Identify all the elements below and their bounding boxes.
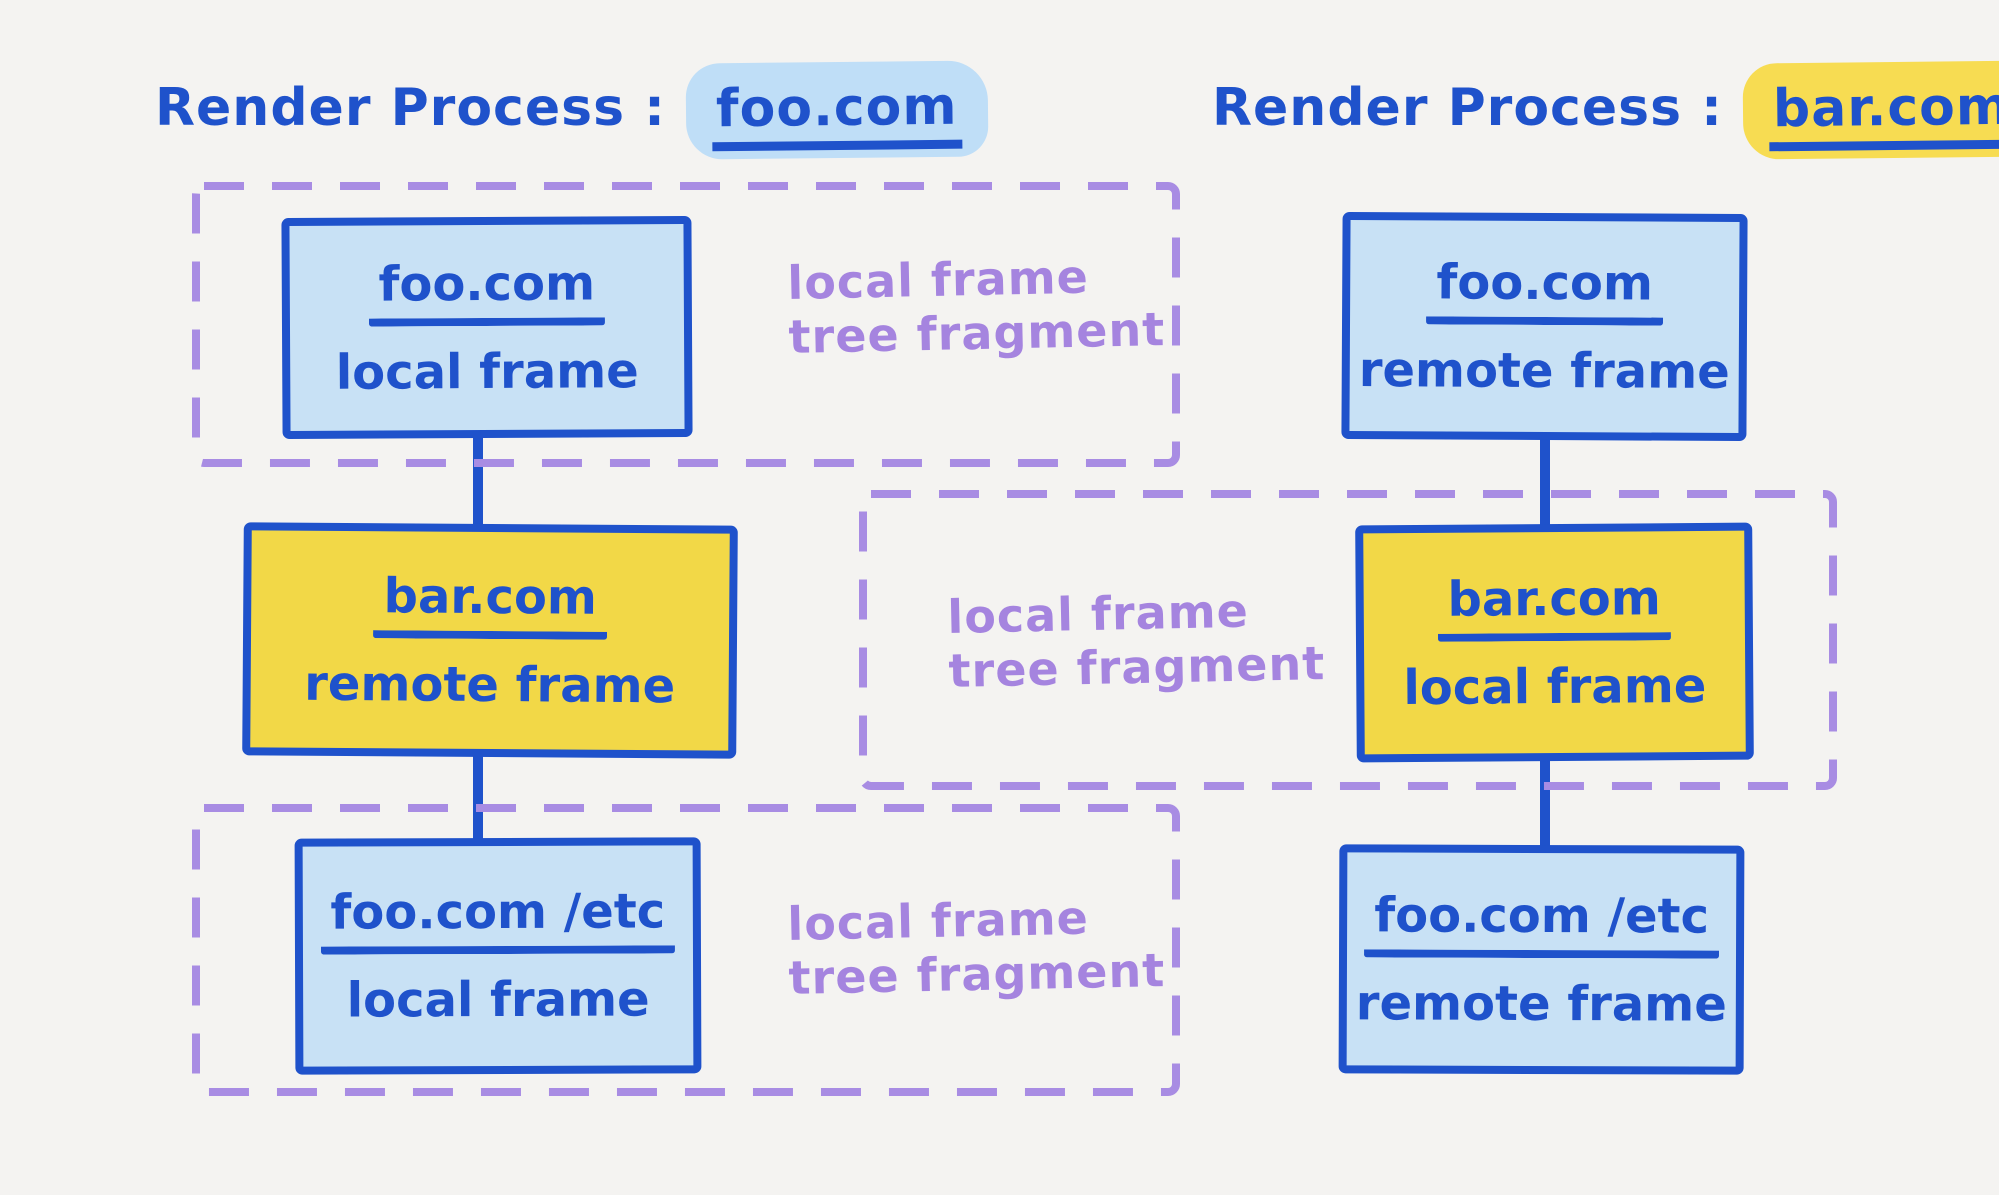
node-domain: foo.com <box>1426 254 1664 326</box>
node-bar-remote-frame: bar.com remote frame <box>242 522 738 759</box>
node-foo-local-frame: foo.com local frame <box>281 215 693 440</box>
node-frame-type: remote frame <box>1358 341 1730 400</box>
fragment-label-left-top: local frame tree fragment <box>786 249 1166 365</box>
node-foo-etc-local-frame: foo.com /etc local frame <box>294 837 702 1075</box>
node-domain: bar.com <box>373 568 608 640</box>
fragment-box-right-middle <box>859 490 1837 790</box>
title-domain: foo.com <box>711 77 962 152</box>
node-foo-remote-frame: foo.com remote frame <box>1341 211 1748 442</box>
title-prefix: Render Process : <box>155 78 666 138</box>
title-domain-highlight-yellow: bar.com <box>1742 60 1999 160</box>
node-frame-type: local frame <box>346 971 650 1029</box>
fragment-label-right-middle: local frame tree fragment <box>946 583 1326 699</box>
node-domain: foo.com <box>368 255 606 327</box>
node-frame-type: local frame <box>1403 657 1707 716</box>
node-frame-type: local frame <box>335 342 639 401</box>
node-foo-etc-remote-frame: foo.com /etc remote frame <box>1338 844 1745 1075</box>
title-prefix: Render Process : <box>1212 78 1723 138</box>
node-frame-type: remote frame <box>1355 974 1727 1033</box>
fragment-box-left-bottom <box>192 804 1180 1096</box>
fragment-box-left-top <box>192 182 1180 467</box>
fragment-label-left-bottom: local frame tree fragment <box>786 890 1166 1006</box>
render-process-title-bar: Render Process : bar.com <box>1212 60 1999 160</box>
node-bar-local-frame: bar.com local frame <box>1355 522 1754 763</box>
node-domain: foo.com /etc <box>1364 887 1720 959</box>
node-frame-type: remote frame <box>304 655 676 714</box>
node-domain: bar.com <box>1437 570 1672 642</box>
title-domain: bar.com <box>1768 77 1999 152</box>
render-process-title-foo: Render Process : foo.com <box>155 60 989 160</box>
title-domain-highlight-blue: foo.com <box>685 60 989 160</box>
node-domain: foo.com /etc <box>320 883 676 955</box>
